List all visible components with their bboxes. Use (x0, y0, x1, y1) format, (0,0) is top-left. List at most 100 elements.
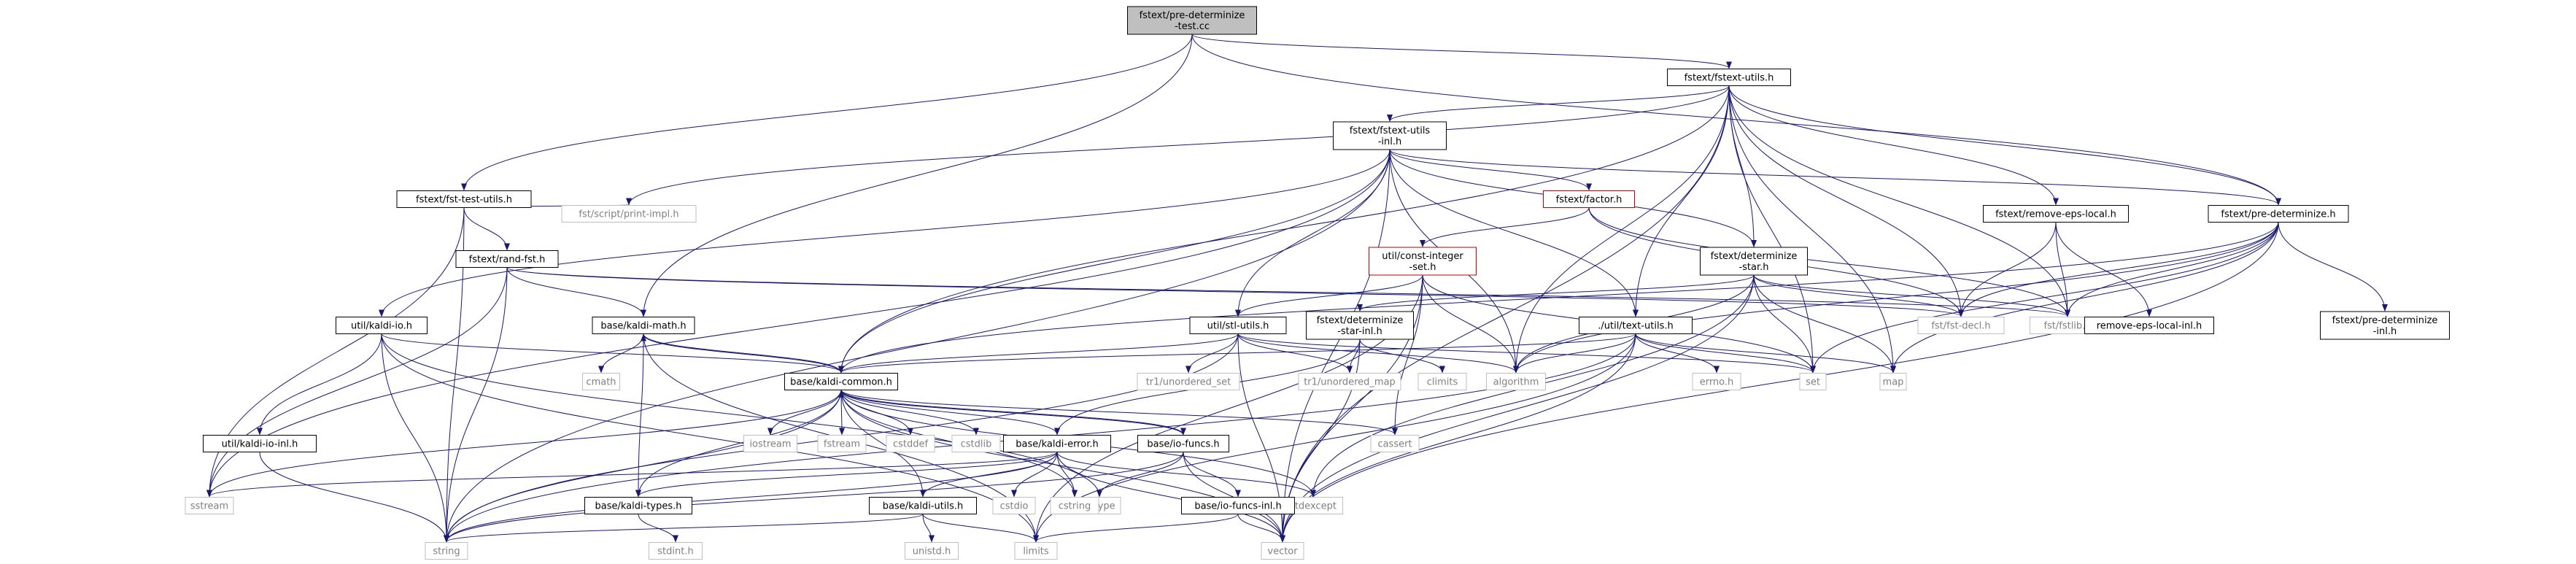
node-box (425, 542, 468, 560)
node-label: fstream (824, 439, 860, 450)
edge-determinize-star-to-fst-decl (1753, 274, 1964, 317)
node-cstdio[interactable]: cstdio (992, 497, 1036, 514)
node-box (1486, 373, 1546, 390)
edge-io-funcs-to-kaldi-common (838, 390, 1184, 436)
node-label: errno.h (1700, 377, 1734, 388)
edge-fstext-utils-to-fstlib (1728, 85, 2070, 317)
edge-kaldi-error-to-kaldi-types (635, 452, 1058, 498)
node-cstring[interactable]: cstring (1050, 497, 1099, 514)
node-box (869, 497, 977, 514)
node-label: fstext/remove-eps-local.h (1995, 209, 2116, 220)
edge-stl-utils-to-set (1237, 333, 1816, 374)
node-pre-determinize[interactable]: fstext/pre-determinize.h (2208, 205, 2349, 223)
edge-kaldi-math-to-kaldi-types (635, 333, 644, 498)
edge-fstext-utils-to-script-print-impl (626, 85, 1730, 206)
node-label: fstext/fst-test-utils.h (416, 195, 512, 206)
node-box (396, 190, 532, 208)
node-label: cassert (1377, 439, 1412, 450)
node-errno[interactable]: errno.h (1692, 373, 1741, 390)
node-cmath[interactable]: cmath (582, 373, 620, 390)
edge-text-utils-to-algorithm (1513, 333, 1636, 374)
node-stdexcept[interactable]: stdexcept (1283, 497, 1343, 514)
node-string[interactable]: string (425, 542, 468, 560)
node-kaldi-error[interactable]: base/kaldi-error.h (1003, 435, 1111, 452)
edge-fstext-utils-to-vector (1280, 85, 1730, 543)
node-io-funcs-inl[interactable]: base/io-funcs-inl.h (1181, 497, 1295, 514)
node-set[interactable]: set (1799, 373, 1827, 390)
node-stl-utils[interactable]: util/stl-utils.h (1189, 317, 1287, 334)
node-fstream[interactable]: fstream (817, 435, 867, 452)
node-remove-eps-local-inl[interactable]: remove-eps-local-inl.h (2084, 317, 2214, 334)
node-determinize-star-inl[interactable]: fstext/determinize-star-inl.h (1306, 311, 1414, 340)
node-box (1543, 190, 1635, 208)
node-label: tr1/unordered_map (1304, 377, 1396, 388)
node-label: fst/fstlib.h (2043, 321, 2091, 332)
node-cstddef[interactable]: cstddef (886, 435, 935, 452)
node-map[interactable]: map (1879, 373, 1907, 390)
node-fstext-utils-inl[interactable]: fstext/fstext-utils-inl.h (1333, 121, 1447, 150)
node-fst-test-utils[interactable]: fstext/fst-test-utils.h (396, 190, 532, 208)
node-unistd[interactable]: unistd.h (905, 542, 959, 560)
edge-remove-eps-local-to-fstlib (2055, 222, 2070, 317)
node-factor[interactable]: fstext/factor.h (1543, 190, 1635, 208)
node-tr1-unordered-set[interactable]: tr1/unordered_set (1137, 373, 1240, 390)
node-cstdlib[interactable]: cstdlib (951, 435, 1001, 452)
node-label: fstext/fstext-utils.h (1685, 73, 1774, 84)
edge-kaldi-common-to-cstdlib (840, 390, 979, 436)
node-io-funcs[interactable]: base/io-funcs.h (1137, 435, 1229, 452)
edge-kaldi-io-inl-to-string (259, 452, 449, 543)
node-determinize-star[interactable]: fstext/determinize-star.h (1700, 247, 1808, 276)
node-limits[interactable]: limits (1014, 542, 1058, 560)
edge-io-funcs-to-string (444, 452, 1184, 543)
node-box (784, 373, 898, 390)
node-rand-fst[interactable]: fstext/rand-fst.h (455, 250, 559, 268)
node-kaldi-types[interactable]: base/kaldi-types.h (584, 497, 692, 514)
node-label: fstext/determinize (1711, 251, 1798, 262)
node-label: stdexcept (1290, 501, 1337, 512)
node-box (582, 373, 620, 390)
node-script-print-impl[interactable]: fst/script/print-impl.h (561, 205, 697, 223)
edge-kaldi-common-to-kaldi-utils (840, 390, 926, 498)
node-remove-eps-local[interactable]: fstext/remove-eps-local.h (1983, 205, 2129, 223)
node-fstext-utils[interactable]: fstext/fstext-utils.h (1667, 69, 1791, 86)
node-box (185, 497, 234, 514)
node-climits[interactable]: climits (1417, 373, 1467, 390)
node-label: util/kaldi-io.h (351, 321, 412, 332)
node-label: fst/script/print-impl.h (579, 209, 678, 220)
edge-fst-test-utils-to-sstream (206, 207, 465, 498)
edge-pre-determinize-to-kaldi-common (838, 222, 2279, 374)
node-algorithm[interactable]: algorithm (1486, 373, 1546, 390)
edge-kaldi-error-to-cstring (1056, 452, 1078, 498)
node-box (561, 205, 697, 223)
node-box (1333, 121, 1447, 150)
node-vector[interactable]: vector (1261, 542, 1304, 560)
node-stdint[interactable]: stdint.h (649, 542, 703, 560)
node-label: cstdio (1000, 501, 1029, 512)
edge-kaldi-error-to-kaldi-utils (920, 452, 1058, 498)
file-nodes: fstext/pre-determinize-test.cc fstext/fst… (185, 6, 2450, 560)
node-iostream[interactable]: iostream (743, 435, 797, 452)
node-const-integer-set[interactable]: util/const-integer-set.h (1369, 247, 1477, 276)
edge-fstext-utils-to-algorithm (1513, 85, 1730, 374)
edge-determinize-star-to-determinize-star-inl (1357, 274, 1755, 312)
node-kaldi-io-inl[interactable]: util/kaldi-io-inl.h (203, 435, 317, 452)
node-kaldi-io[interactable]: util/kaldi-io.h (336, 317, 428, 334)
node-kaldi-common[interactable]: base/kaldi-common.h (784, 373, 898, 390)
node-label: base/kaldi-error.h (1016, 439, 1098, 450)
node-text-utils[interactable]: ./util/text-utils.h (1579, 317, 1693, 334)
node-sstream[interactable]: sstream (185, 497, 234, 514)
node-box (1181, 497, 1295, 514)
node-tr1-unordered-map[interactable]: tr1/unordered_map (1298, 373, 1401, 390)
node-fst-decl[interactable]: fst/fst-decl.h (1917, 317, 2005, 334)
node-box (1003, 435, 1111, 452)
node-cassert[interactable]: cassert (1370, 435, 1420, 452)
edge-kaldi-io-to-kaldi-io-inl (257, 333, 382, 436)
edge-pre-determinize-to-vector (1280, 222, 2279, 543)
node-kaldi-math[interactable]: base/kaldi-math.h (592, 317, 695, 334)
node-root[interactable]: fstext/pre-determinize-test.cc (1127, 6, 1257, 35)
node-kaldi-utils[interactable]: base/kaldi-utils.h (869, 497, 977, 514)
node-pre-determinize-inl[interactable]: fstext/pre-determinize-inl.h (2320, 311, 2450, 340)
node-label: fstext/determinize (1317, 315, 1404, 326)
edge-fstext-utils-to-set (1728, 85, 1816, 374)
